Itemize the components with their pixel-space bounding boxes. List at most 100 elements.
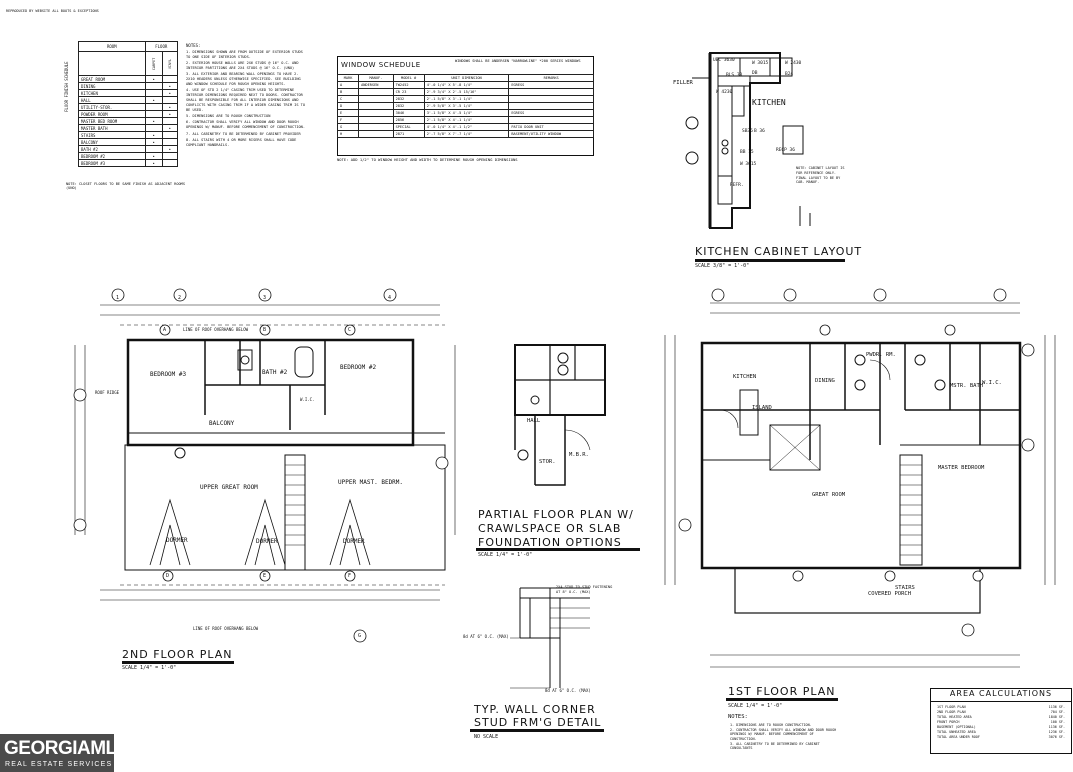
general-note-item: 1. DIMENSIONS SHOWN ARE FROM OUTSIDE OF … [186,50,303,59]
window-cell: 2856 [392,116,425,124]
watermark-tagline: REAL ESTATE SERVICES [5,761,113,768]
window-cell [358,88,394,96]
finish-vinyl-mark [161,131,179,139]
finish-vinyl-mark [161,75,179,83]
first-floor-label: COVERED PORCH [868,591,912,597]
second-floor-label: ROOF RIDGE [95,390,120,395]
area-value: 704 SF. [1050,709,1065,714]
first-floor-label: ISLAND [752,405,772,411]
finish-col-room: ROOM [78,41,146,52]
first-floor-label: PWDR. RM. [866,352,896,358]
wall-detail-scale: NO SCALE [474,734,499,740]
grid-bubble-label: A [163,327,167,333]
wall-detail-title: TYP. WALL CORNER STUD FRM'G DETAIL [474,703,601,729]
kitchen-note: NOTE: CABINET LAYOUT IS FOR REFERENCE ON… [796,166,845,185]
finish-carpet-mark: • [144,96,163,104]
window-cell: 2'-1 5/8" X 4'-1 1/4" [423,116,510,124]
window-schedule-subtitle: WINDOWS SHALL BE ANDERSEN "NARROWLINE" *… [455,59,581,63]
partial-plan-mbr: M.B.R. [569,452,589,458]
finish-vinyl-mark: • [161,89,179,97]
first-floor-label: MSTR. BATH [950,383,984,389]
kitchen-cabinet-label: W 3015 [752,61,769,66]
finish-col-vinyl: VINYL [167,58,172,69]
first-floor-label: DINING [815,378,835,384]
second-floor-label: DORMER [343,538,365,545]
window-cell [358,116,394,124]
window-col-header: REMARKS [508,74,594,82]
finish-row: UTILITY-STOR. • [78,103,179,111]
window-cell: 4'-0 1/4" X 5'-8 1/4" [423,81,510,89]
finish-room: BALCONY [78,138,146,146]
area-value: 3076 SF. [1048,734,1065,739]
finish-col-floor: FLOOR [144,41,179,52]
window-cell: E [336,109,360,117]
partial-plan-hall: HALL [527,418,541,424]
partial-plan-title-line-3: FOUNDATION OPTIONS [478,536,622,549]
finish-vinyl-mark: • [161,110,179,118]
partial-plan-title-line-2: CRAWLSPACE OR SLAB [478,522,622,535]
window-cell: A [336,81,360,89]
area-value: 1840 SF. [1048,714,1065,719]
general-note-item: 2. EXTERIOR HOUSE WALLS ARE 2X6 STUDS @ … [186,61,299,70]
finish-room: HALL [78,96,146,104]
second-floor-label: UPPER MAST. BEDRM. [338,479,404,486]
finish-vinyl-mark: • [161,82,179,90]
kitchen-cabinet-label: SB36 [742,129,753,134]
first-floor-label: MASTER BEDROOM [938,465,985,471]
kitchen-cabinet-label: B 36 [754,129,765,134]
finish-row: BALCONY• [78,138,179,146]
finish-room: UTILITY-STOR. [78,103,146,111]
second-floor-label: LINE OF ROOF OVERHANG BELOW [183,327,249,332]
area-label: TOTAL AREA UNDER ROOF [937,734,980,739]
window-cell: 2832 [392,102,425,110]
first-floor-title-underline [726,698,838,701]
second-floor-label: BATH #2 [262,369,288,376]
partial-plan-title-underline [476,548,640,551]
partial-plan-title: PARTIAL FLOOR PLAN W/ CRAWLSPACE OR SLAB… [478,508,634,550]
finish-vinyl-mark: • [161,103,179,111]
window-cell: EGRESS [508,81,594,89]
first-floor-note-item: 3. ALL CABINETRY TO BE DETERMINED BY CAB… [730,741,820,751]
general-note-item: 4. USE OF STD 2 1/4" CASING TRIM USED TO… [186,88,305,112]
kitchen-cabinet-label: W 3615 [740,162,757,167]
area-label: TOTAL HEATED AREA [937,714,972,719]
georgia-mls-watermark: GEORGIAMLS REAL ESTATE SERVICES [0,734,129,772]
window-cell: 2'-1 5/8" X 3'-1 1/4" [423,95,510,103]
window-cell: 2'-7 5/8" X 7'-7 1/4" [423,130,510,138]
window-cell: 2832 [392,95,425,103]
window-cell [358,109,394,117]
grid-bubble-label: 2 [178,295,182,301]
general-note-item: 7. ALL CABINETRY TO BE DETERMINED BY CAB… [186,131,301,136]
grid-bubble-label: B [263,327,267,333]
window-col-header: MODEL # [392,74,425,82]
finish-carpet-mark [144,82,163,90]
finish-room: DINING [78,82,146,90]
area-value: 1136 SF. [1048,724,1065,729]
finish-carpet-mark [144,110,163,118]
area-row: 2ND FLOOR PLAN 704 SF. [935,709,1067,714]
kitchen-cabinet-drawing [685,52,811,229]
second-floor-title: 2ND FLOOR PLAN [122,648,233,661]
first-floor-note-item: 1. DIMENSIONS ARE TO ROUGH CONSTRUCTION. [730,723,812,727]
general-notes: 1. DIMENSIONS SHOWN ARE FROM OUTSIDE OF … [186,50,306,149]
finish-room: STAIRS [78,131,146,139]
grid-bubble-label: 4 [388,295,392,301]
window-cell: G [336,123,360,131]
finish-side-title: FLOOR FINISH SCHEDULE [64,61,69,112]
area-label: 2ND FLOOR PLAN [937,709,966,714]
general-note-item: 8. ALL STAIRS WITH 4 OR MORE RISERS SHAL… [186,137,297,147]
finish-carpet-mark [144,145,163,153]
finish-vinyl-mark [161,96,179,104]
finish-row: DINING • [78,82,179,90]
window-cell [508,102,594,110]
window-cell: D [336,102,360,110]
partial-plan-scale: SCALE 1/4" = 1'-0" [478,552,533,558]
first-floor-title: 1ST FLOOR PLAN [728,685,836,698]
window-schedule-title: WINDOW SCHEDULE [341,61,421,69]
window-cell [358,123,394,131]
wall-detail-title-line-1: TYP. WALL CORNER [474,703,596,716]
finish-carpet-mark: • [144,131,163,139]
